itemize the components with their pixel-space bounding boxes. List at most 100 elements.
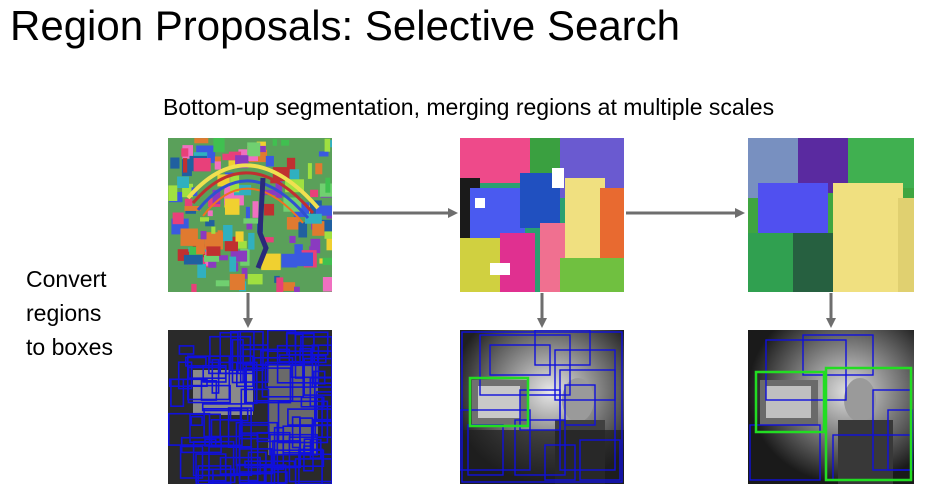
- segment-region: [194, 138, 209, 144]
- segment-region: [213, 255, 228, 261]
- proposal-box: [239, 344, 269, 383]
- segment-region: [205, 220, 215, 227]
- segment-region: [184, 198, 193, 209]
- proposal-box: [282, 425, 313, 454]
- segment-region: [326, 236, 332, 251]
- boxes-medium-image: [460, 330, 624, 484]
- segment-region: [214, 156, 221, 163]
- segment-region: [212, 189, 221, 205]
- segment-region: [185, 209, 196, 214]
- segment-region: [200, 217, 209, 222]
- proposal-box: [267, 330, 297, 352]
- segment-region: [322, 257, 332, 265]
- segment-region: [184, 206, 201, 211]
- segment-region: [294, 244, 303, 257]
- proposal-box: [314, 396, 323, 439]
- proposal-box: [273, 449, 325, 467]
- proposal-box: [168, 412, 211, 446]
- segment-region: [312, 221, 325, 236]
- segmentation-fine-image: [168, 138, 332, 292]
- segment-region: [281, 140, 290, 146]
- proposal-box: [272, 440, 302, 469]
- segment-region: [310, 238, 321, 254]
- segment-region: [246, 222, 253, 230]
- segment-region: [183, 254, 203, 265]
- segment-region: [241, 267, 248, 279]
- proposal-box: [235, 421, 279, 467]
- segment-region: [183, 158, 188, 173]
- proposal-box: [303, 445, 314, 472]
- segment-region: [281, 253, 298, 268]
- segment-region: [325, 177, 331, 193]
- boxes-coarse-image: [748, 330, 914, 484]
- proposal-box: [211, 358, 220, 394]
- segment-region: [229, 256, 237, 272]
- segment-region: [229, 273, 245, 290]
- segment-region: [177, 249, 189, 261]
- segment-region: [272, 139, 277, 146]
- segmentation-coarse-art: [748, 138, 914, 292]
- convert-label-line-2: regions: [26, 300, 102, 326]
- segment-region: [231, 240, 247, 249]
- segmentation-medium-art: [460, 138, 624, 292]
- segment-region: [289, 169, 300, 184]
- segment-region: [289, 235, 296, 243]
- proposal-box: [287, 408, 332, 426]
- segment-region: [315, 163, 323, 175]
- segment-region: [223, 225, 233, 242]
- segment-region: [168, 185, 178, 201]
- segment-region: [213, 138, 225, 153]
- proposal-box: [178, 345, 195, 355]
- segment-region: [298, 222, 308, 238]
- segment-region: [276, 277, 284, 292]
- segment-region: [206, 246, 221, 256]
- segmentation-coarse-image: [748, 138, 914, 292]
- proposal-box: [186, 355, 231, 401]
- segment-region: [180, 228, 198, 246]
- segment-region: [281, 282, 296, 291]
- proposal-box: [299, 347, 312, 364]
- segment-region: [262, 189, 277, 196]
- proposal-box: [227, 407, 252, 449]
- segment-region: [182, 183, 193, 198]
- segment-region: [228, 160, 239, 168]
- segmentation-medium-image: [460, 138, 624, 292]
- segment-region: [315, 205, 332, 216]
- segment-region: [261, 253, 281, 271]
- proposal-box: [277, 464, 287, 484]
- segment-region: [170, 157, 180, 169]
- proposal-box: [288, 436, 332, 483]
- slide-subtitle: Bottom-up segmentation, merging regions …: [163, 94, 775, 120]
- boxes-medium-art: [460, 330, 624, 484]
- segment-region: [305, 213, 322, 224]
- segment-region: [172, 212, 184, 225]
- segment-region: [307, 163, 312, 179]
- proposal-box: [303, 438, 318, 456]
- proposal-box: [195, 453, 227, 482]
- segment-region: [310, 189, 319, 198]
- segment-region: [204, 255, 220, 262]
- segment-region: [222, 153, 238, 161]
- convert-regions-label: Convert regions to boxes: [26, 262, 113, 364]
- segment-region: [197, 264, 206, 278]
- proposal-box: [210, 419, 243, 447]
- segmentation-fine-art: [168, 138, 332, 292]
- segment-region: [214, 161, 221, 170]
- segment-region: [275, 180, 283, 198]
- segment-region: [245, 206, 250, 220]
- segment-region: [200, 231, 207, 240]
- segment-region: [324, 138, 331, 152]
- proposal-box: [180, 436, 222, 454]
- boxes-fine-art: [168, 330, 332, 484]
- segment-region: [296, 252, 313, 267]
- segment-region: [254, 145, 266, 153]
- proposal-box: [179, 445, 204, 479]
- convert-label-line-1: Convert: [26, 266, 107, 292]
- segment-region: [191, 283, 197, 292]
- boxes-coarse-art: [748, 330, 914, 484]
- segment-region: [318, 151, 329, 157]
- proposal-box: [247, 451, 267, 483]
- segment-region: [230, 250, 248, 262]
- proposal-box: [189, 413, 222, 444]
